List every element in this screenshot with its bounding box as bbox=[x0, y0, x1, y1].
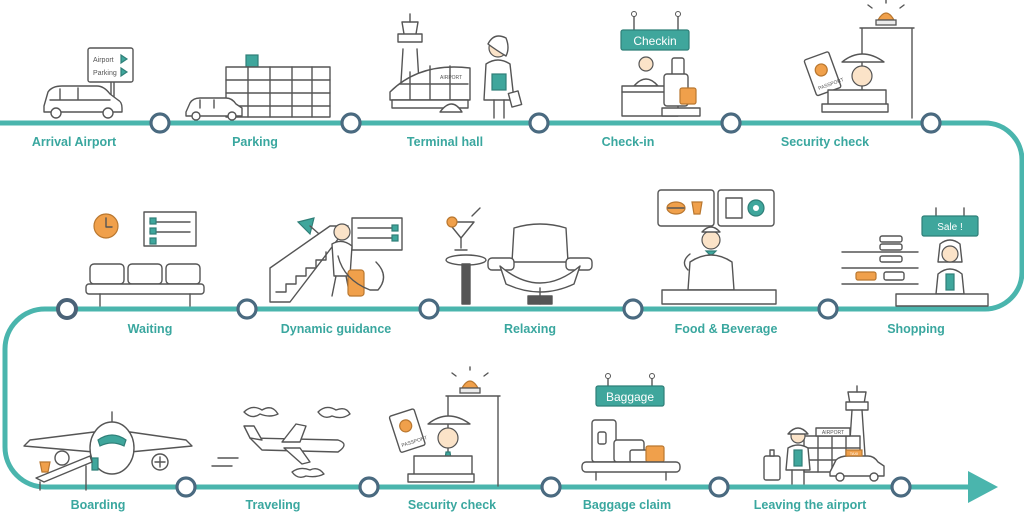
parking-sign-text: Parking bbox=[93, 70, 117, 77]
journey-node bbox=[340, 112, 362, 134]
taxi-sign-text: TAXI bbox=[850, 451, 859, 456]
exit-terminal-text: AIRPORT bbox=[822, 430, 844, 436]
journey-node bbox=[56, 298, 78, 320]
journey-node bbox=[708, 476, 730, 498]
step-label: Security check bbox=[407, 498, 497, 512]
lounge-chair-icon bbox=[445, 207, 593, 305]
step-label: Waiting bbox=[127, 322, 173, 336]
journey-node bbox=[358, 476, 380, 498]
path-end-arrow bbox=[968, 471, 998, 503]
security-officer-icon: PASSPORT bbox=[388, 366, 501, 487]
journey-node bbox=[236, 298, 258, 320]
step-label: Security check bbox=[780, 135, 870, 149]
step-label: Leaving the airport bbox=[753, 498, 867, 512]
shop-shelf-icon: Sale ! bbox=[841, 207, 989, 307]
escalator-guidance-icon bbox=[269, 217, 403, 303]
step-label: Arrival Airport bbox=[31, 135, 117, 149]
flying-plane-icon bbox=[211, 406, 351, 479]
check-in-desk-icon: Checkin bbox=[620, 11, 701, 117]
step-label: Baggage claim bbox=[582, 498, 672, 512]
step-label: Terminal hall bbox=[406, 135, 484, 149]
journey-node bbox=[720, 112, 742, 134]
journey-node bbox=[528, 112, 550, 134]
step-label: Traveling bbox=[245, 498, 301, 512]
airplane-boarding-icon bbox=[23, 411, 193, 491]
journey-node bbox=[817, 298, 839, 320]
journey-node bbox=[622, 298, 644, 320]
taxi-leaving-icon: AIRPORT TAXI bbox=[763, 385, 885, 485]
airport-sign-text: Airport bbox=[93, 57, 114, 64]
journey-node bbox=[540, 476, 562, 498]
journey-nodes bbox=[56, 112, 942, 498]
checkin-sign-text: Checkin bbox=[633, 34, 676, 48]
sale-sign-text: Sale ! bbox=[937, 222, 963, 233]
step-label: Parking bbox=[232, 135, 278, 149]
baggage-sign-text: Baggage bbox=[606, 390, 654, 404]
food-counter-icon bbox=[657, 189, 777, 305]
step-label: Food & Beverage bbox=[674, 322, 778, 336]
journey-path bbox=[0, 120, 1024, 490]
step-label: Boarding bbox=[70, 498, 126, 512]
parking-garage-icon bbox=[185, 54, 331, 121]
van-with-airport-sign-icon: Airport Parking bbox=[43, 47, 134, 119]
step-label: Relaxing bbox=[503, 322, 557, 336]
terminal-hall-icon: AIRPORT bbox=[389, 13, 523, 119]
step-label: Shopping bbox=[887, 322, 945, 336]
journey-node bbox=[175, 476, 197, 498]
journey-node bbox=[418, 298, 440, 320]
journey-node bbox=[920, 112, 942, 134]
journey-node bbox=[149, 112, 171, 134]
step-label: Check-in bbox=[601, 135, 655, 149]
waiting-seats-icon bbox=[85, 211, 205, 307]
security-officer-icon: PASSPORT bbox=[803, 0, 915, 119]
terminal-sign-text: AIRPORT bbox=[440, 75, 462, 81]
step-label: Dynamic guidance bbox=[280, 322, 392, 336]
journey-node bbox=[890, 476, 912, 498]
baggage-belt-icon: Baggage bbox=[581, 373, 681, 481]
